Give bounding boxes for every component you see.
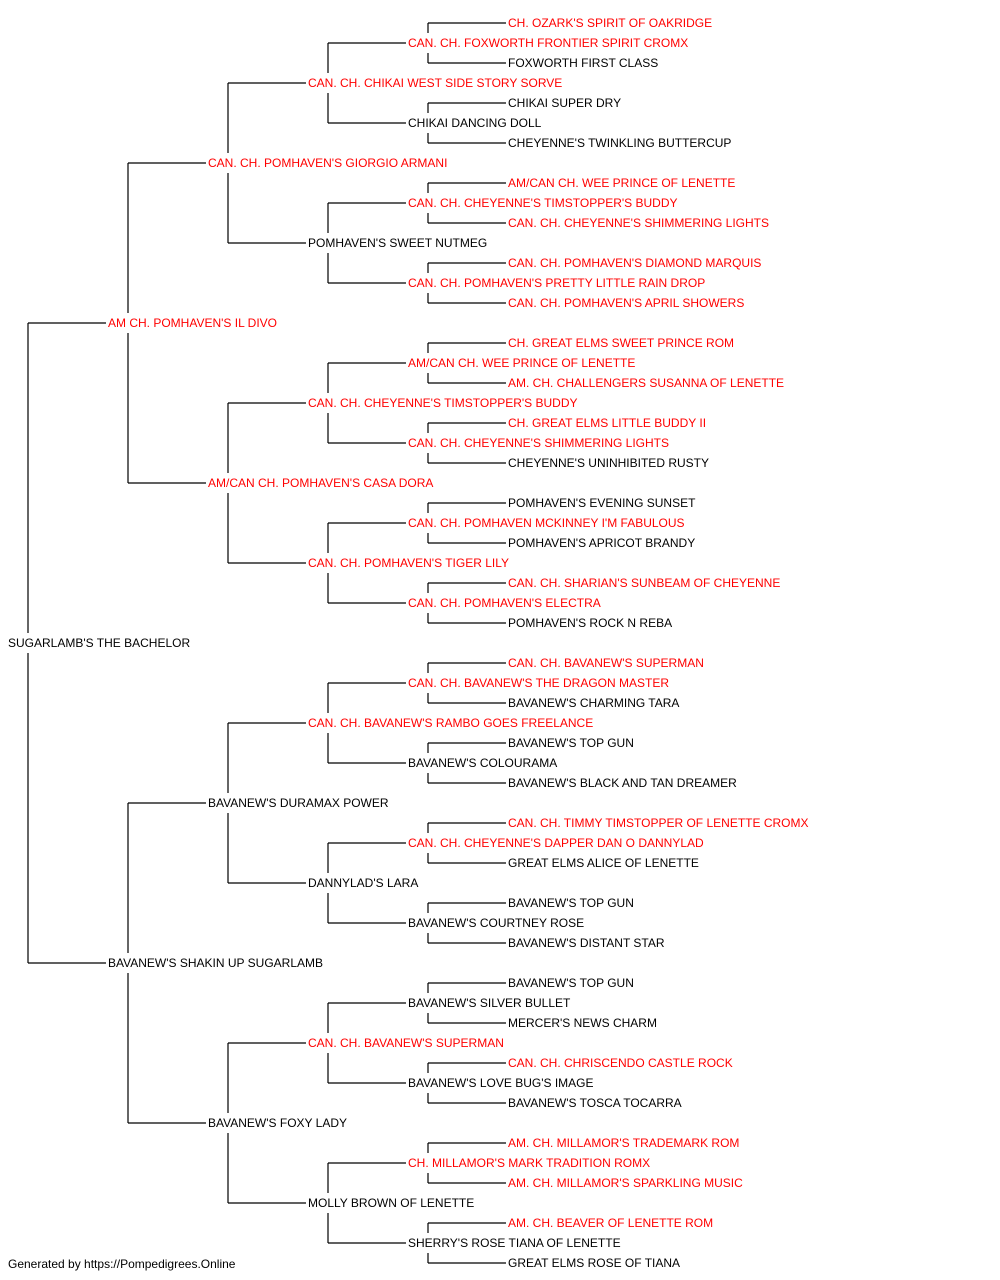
pedigree-entry-sire-sire-sire-sire-sire: CH. OZARK'S SPIRIT OF OAKRIDGE	[507, 16, 714, 30]
pedigree-entry-dam-dam-dam-dam-sire: AM. CH. BEAVER OF LENETTE ROM	[507, 1216, 715, 1230]
pedigree-entry-sire-dam-dam-dam: CAN. CH. POMHAVEN'S ELECTRA	[407, 596, 602, 610]
pedigree-entry-sire-sire-sire-dam: CHIKAI DANCING DOLL	[407, 116, 543, 130]
pedigree-entry-sire-dam-sire-sire-dam: AM. CH. CHALLENGERS SUSANNA OF LENETTE	[507, 376, 786, 390]
pedigree-entry-sire-dam-dam-sire-dam: POMHAVEN'S APRICOT BRANDY	[507, 536, 697, 550]
pedigree-entry-sire-dam-sire: CAN. CH. CHEYENNE'S TIMSTOPPER'S BUDDY	[307, 396, 579, 410]
pedigree-entry-sire-sire-sire-dam-sire: CHIKAI SUPER DRY	[507, 96, 623, 110]
pedigree-entry-dam-sire-sire-dam-dam: BAVANEW'S BLACK AND TAN DREAMER	[507, 776, 738, 790]
pedigree-entry-dam-sire-sire-dam: BAVANEW'S COLOURAMA	[407, 756, 559, 770]
pedigree-entry-sire-sire-sire-sire-dam: FOXWORTH FIRST CLASS	[507, 56, 660, 70]
pedigree-entry-dam-dam-dam: MOLLY BROWN OF LENETTE	[307, 1196, 476, 1210]
pedigree-entry-sire-dam: AM/CAN CH. POMHAVEN'S CASA DORA	[207, 476, 435, 490]
pedigree-entry-sire-sire-dam-sire: CAN. CH. CHEYENNE'S TIMSTOPPER'S BUDDY	[407, 196, 679, 210]
pedigree-entry-dam-sire-sire-sire: CAN. CH. BAVANEW'S THE DRAGON MASTER	[407, 676, 670, 690]
pedigree-entry-sire-sire: CAN. CH. POMHAVEN'S GIORGIO ARMANI	[207, 156, 449, 170]
pedigree-entry-sire-sire-dam-dam-sire: CAN. CH. POMHAVEN'S DIAMOND MARQUIS	[507, 256, 763, 270]
pedigree-entry-dam-dam-dam-sire-sire: AM. CH. MILLAMOR'S TRADEMARK ROM	[507, 1136, 741, 1150]
pedigree-entry-sire-sire-dam-dam: CAN. CH. POMHAVEN'S PRETTY LITTLE RAIN D…	[407, 276, 707, 290]
pedigree-entry-sire-dam-sire-sire: AM/CAN CH. WEE PRINCE OF LENETTE	[407, 356, 637, 370]
generated-by-footer: Generated by https://Pompedigrees.Online	[8, 1257, 236, 1271]
pedigree-entry-dam-sire-sire-dam-sire: BAVANEW'S TOP GUN	[507, 736, 635, 750]
pedigree-entry-dam-dam-dam-dam: SHERRY'S ROSE TIANA OF LENETTE	[407, 1236, 622, 1250]
pedigree-entry-dam-dam-dam-sire: CH. MILLAMOR'S MARK TRADITION ROMX	[407, 1156, 652, 1170]
pedigree-entry-dam-dam-sire-dam: BAVANEW'S LOVE BUG'S IMAGE	[407, 1076, 595, 1090]
pedigree-entry-sire-sire-dam-sire-dam: CAN. CH. CHEYENNE'S SHIMMERING LIGHTS	[507, 216, 770, 230]
pedigree-entry-dam-sire-dam-sire: CAN. CH. CHEYENNE'S DAPPER DAN O DANNYLA…	[407, 836, 705, 850]
pedigree-entry-dam-sire-dam-dam-dam: BAVANEW'S DISTANT STAR	[507, 936, 666, 950]
pedigree-entry-subject: SUGARLAMB'S THE BACHELOR	[7, 636, 192, 650]
pedigree-entry-dam-sire-sire-sire-sire: CAN. CH. BAVANEW'S SUPERMAN	[507, 656, 705, 670]
pedigree-entry-dam-sire-sire-sire-dam: BAVANEW'S CHARMING TARA	[507, 696, 681, 710]
pedigree-entry-sire-sire-sire-sire: CAN. CH. FOXWORTH FRONTIER SPIRIT CROMX	[407, 36, 690, 50]
pedigree-entry-dam-sire-dam: DANNYLAD'S LARA	[307, 876, 420, 890]
pedigree-entry-dam-sire-dam-sire-dam: GREAT ELMS ALICE OF LENETTE	[507, 856, 700, 870]
pedigree-entry-dam-dam-sire-dam-dam: BAVANEW'S TOSCA TOCARRA	[507, 1096, 683, 1110]
pedigree-entry-dam: BAVANEW'S SHAKIN UP SUGARLAMB	[107, 956, 325, 970]
pedigree-entry-dam-dam-dam-sire-dam: AM. CH. MILLAMOR'S SPARKLING MUSIC	[507, 1176, 744, 1190]
pedigree-entry-sire-dam-dam-sire: CAN. CH. POMHAVEN MCKINNEY I'M FABULOUS	[407, 516, 686, 530]
pedigree-entry-dam-sire-dam-sire-sire: CAN. CH. TIMMY TIMSTOPPER OF LENETTE CRO…	[507, 816, 810, 830]
pedigree-entry-dam-dam-dam-dam-dam: GREAT ELMS ROSE OF TIANA	[507, 1256, 682, 1270]
pedigree-entry-sire-sire-sire: CAN. CH. CHIKAI WEST SIDE STORY SORVE	[307, 76, 564, 90]
pedigree-entry-sire-dam-dam-sire-sire: POMHAVEN'S EVENING SUNSET	[507, 496, 697, 510]
pedigree-entry-sire-dam-dam-dam-sire: CAN. CH. SHARIAN'S SUNBEAM OF CHEYENNE	[507, 576, 782, 590]
pedigree-entry-sire-sire-dam-dam-dam: CAN. CH. POMHAVEN'S APRIL SHOWERS	[507, 296, 746, 310]
pedigree-entry-dam-dam-sire-dam-sire: CAN. CH. CHRISCENDO CASTLE ROCK	[507, 1056, 734, 1070]
pedigree-entry-dam-sire: BAVANEW'S DURAMAX POWER	[207, 796, 390, 810]
pedigree-entry-dam-dam-sire: CAN. CH. BAVANEW'S SUPERMAN	[307, 1036, 505, 1050]
pedigree-entry-dam-dam-sire-sire-sire: BAVANEW'S TOP GUN	[507, 976, 635, 990]
pedigree-entry-sire-sire-sire-dam-dam: CHEYENNE'S TWINKLING BUTTERCUP	[507, 136, 733, 150]
pedigree-entry-dam-dam-sire-sire-dam: MERCER'S NEWS CHARM	[507, 1016, 658, 1030]
pedigree-entry-dam-sire-dam-dam-sire: BAVANEW'S TOP GUN	[507, 896, 635, 910]
pedigree-entry-sire-dam-sire-dam: CAN. CH. CHEYENNE'S SHIMMERING LIGHTS	[407, 436, 670, 450]
pedigree-entry-sire: AM CH. POMHAVEN'S IL DIVO	[107, 316, 278, 330]
pedigree-entry-dam-sire-sire: CAN. CH. BAVANEW'S RAMBO GOES FREELANCE	[307, 716, 595, 730]
pedigree-entry-sire-dam-sire-dam-sire: CH. GREAT ELMS LITTLE BUDDY II	[507, 416, 708, 430]
pedigree-entry-sire-dam-sire-dam-dam: CHEYENNE'S UNINHIBITED RUSTY	[507, 456, 710, 470]
pedigree-entry-sire-sire-dam: POMHAVEN'S SWEET NUTMEG	[307, 236, 489, 250]
pedigree-entry-sire-dam-sire-sire-sire: CH. GREAT ELMS SWEET PRINCE ROM	[507, 336, 736, 350]
pedigree-entry-sire-sire-dam-sire-sire: AM/CAN CH. WEE PRINCE OF LENETTE	[507, 176, 737, 190]
pedigree-entry-sire-dam-dam: CAN. CH. POMHAVEN'S TIGER LILY	[307, 556, 510, 570]
pedigree-entry-dam-sire-dam-dam: BAVANEW'S COURTNEY ROSE	[407, 916, 586, 930]
pedigree-entry-dam-dam: BAVANEW'S FOXY LADY	[207, 1116, 348, 1130]
pedigree-entry-sire-dam-dam-dam-dam: POMHAVEN'S ROCK N REBA	[507, 616, 674, 630]
pedigree-entry-dam-dam-sire-sire: BAVANEW'S SILVER BULLET	[407, 996, 572, 1010]
